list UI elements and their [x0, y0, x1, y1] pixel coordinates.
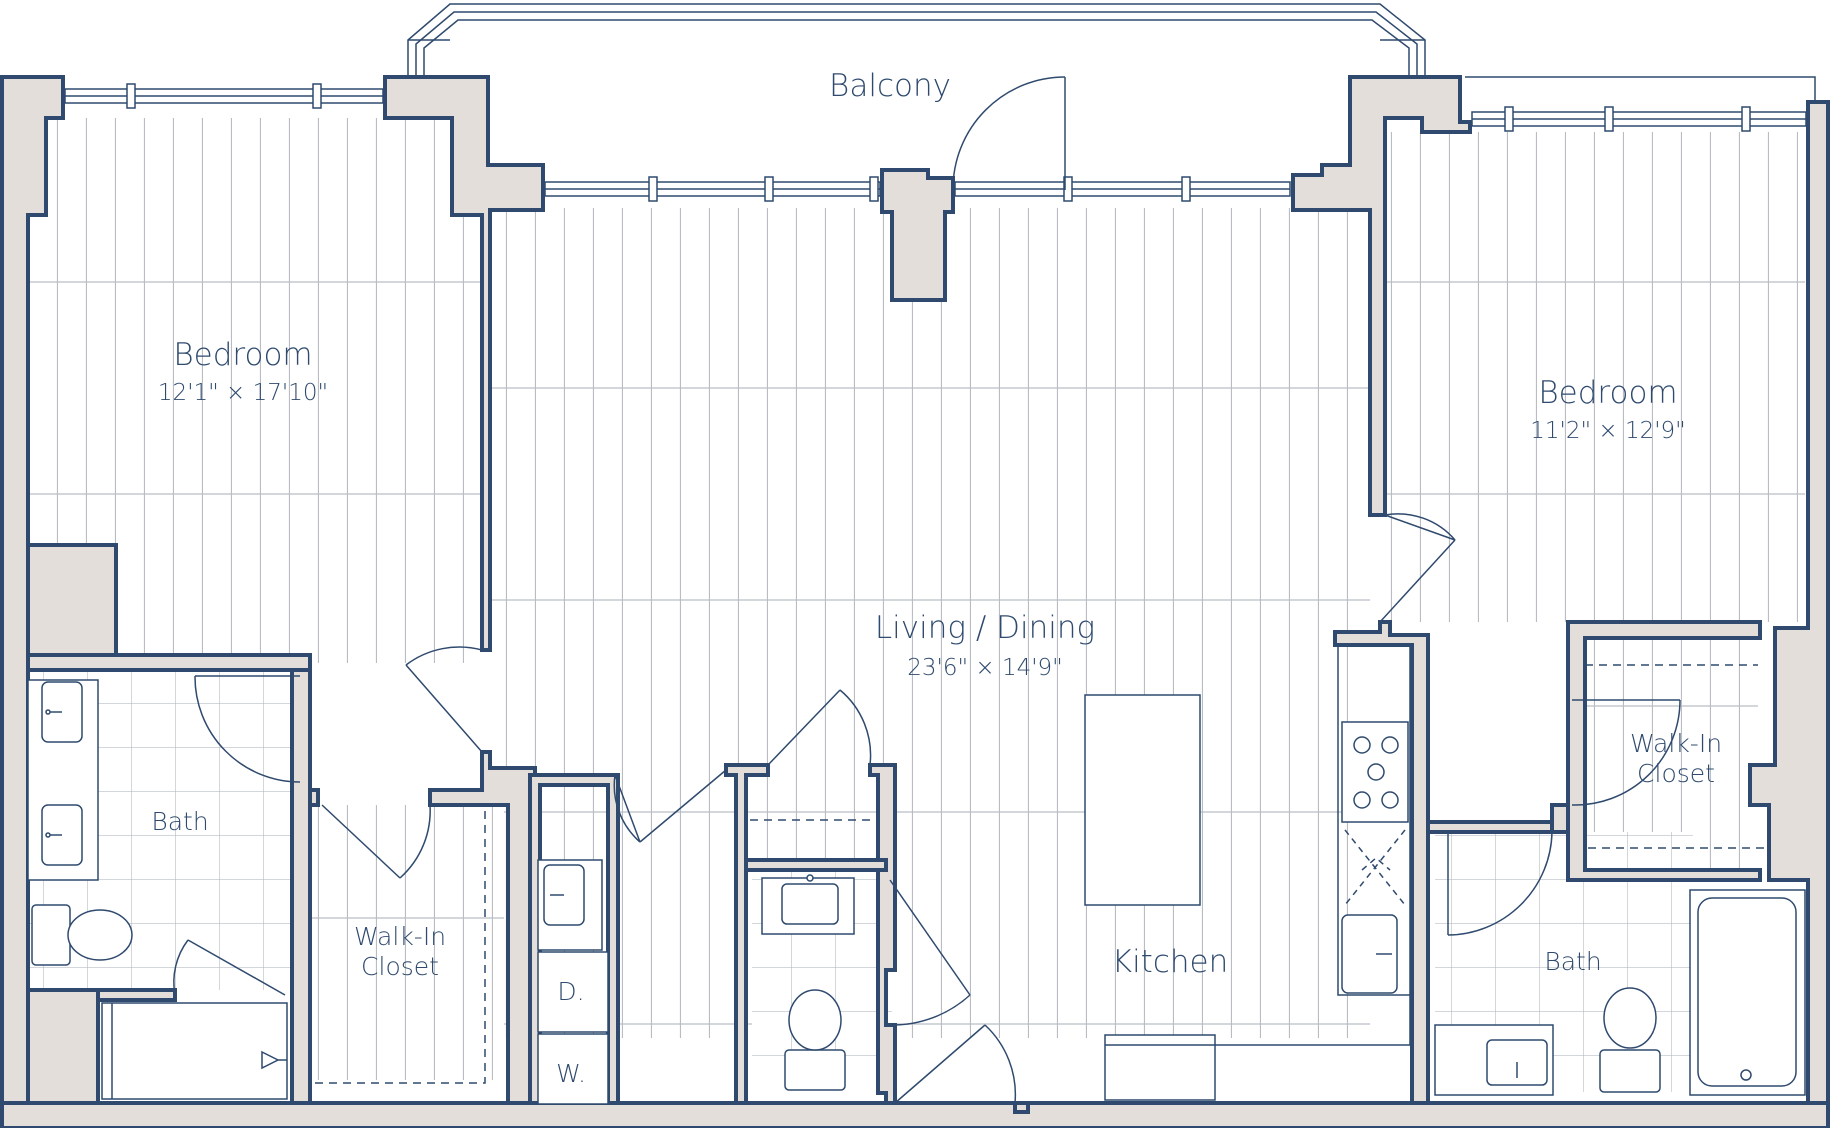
label-living: Living / Dining — [875, 610, 1095, 646]
wall-bath-right-stub — [1550, 803, 1570, 834]
toilet-icon — [784, 989, 846, 1091]
floor-closet-left — [312, 805, 504, 1080]
door-swing-icon — [173, 939, 286, 996]
wall-pier-center — [880, 168, 955, 302]
label-bedroom-right-dim: 11'2" × 12'9" — [1530, 418, 1686, 444]
wall-bedroom-left-notch — [26, 543, 118, 657]
window-icon — [1471, 106, 1807, 132]
label-closet-left-1: Walk-In — [354, 922, 446, 951]
window-icon — [64, 83, 384, 109]
wall-bedroom-living-lower — [428, 750, 537, 1105]
toilet-icon — [31, 904, 133, 966]
floor-living — [490, 208, 1370, 1038]
wall-outer-right — [1748, 100, 1830, 1105]
fixtures — [27, 644, 1806, 1105]
label-bedroom-right: Bedroom — [1538, 375, 1677, 411]
label-bath-left: Bath — [151, 807, 208, 836]
bathtub-icon — [1689, 889, 1806, 1096]
kitchen-island — [1084, 694, 1201, 906]
door-swing-icon — [1379, 513, 1456, 623]
wall-bath-shower — [96, 988, 177, 1002]
wall-kitchen-bottom — [1013, 1101, 1030, 1114]
wall-closet-left-top — [308, 788, 320, 807]
door-swing-icon — [613, 769, 727, 843]
label-bedroom-left: Bedroom — [173, 337, 312, 373]
kitchen-counter — [1337, 644, 1411, 996]
window-icon — [544, 176, 881, 202]
floor-closet-right — [1576, 640, 1758, 870]
fridge-mark — [1344, 829, 1406, 906]
toilet-icon — [1599, 987, 1661, 1093]
window-icon — [954, 176, 1291, 202]
door-swing-icon — [405, 646, 483, 753]
closet-rod-right — [1585, 664, 1771, 849]
stove-icon — [1341, 721, 1409, 823]
shower-icon — [101, 1002, 288, 1100]
kitchen-counter-line — [1105, 995, 1411, 1046]
wall-bedroom-left-bath — [26, 653, 312, 672]
doors — [173, 76, 1681, 1104]
dryer-box — [537, 951, 609, 1033]
walls — [0, 75, 1830, 1128]
door-swing-icon — [1571, 699, 1681, 806]
labels: Balcony Bedroom 12'1" × 17'10" Bedroom 1… — [151, 68, 1722, 1088]
door-swing-icon — [889, 879, 971, 1026]
wall-bath-right-top — [1426, 820, 1554, 834]
door-swing-icon — [952, 76, 1066, 190]
door-swing-icon — [894, 1024, 1017, 1104]
sink-icon — [41, 681, 83, 743]
sink-icon — [537, 859, 603, 951]
wall-powder-block — [724, 763, 770, 1105]
label-bedroom-left-dim: 12'1" × 17'10" — [158, 380, 328, 406]
label-bath-right: Bath — [1544, 947, 1601, 976]
closet-rod-left — [315, 805, 486, 1084]
door-swing-icon — [194, 675, 301, 783]
door-swing-icon — [767, 689, 872, 766]
windows — [64, 83, 1807, 202]
label-living-dim: 23'6" × 14'9" — [907, 655, 1063, 681]
label-closet-right-1: Walk-In — [1630, 729, 1722, 758]
kitchen-lower-counter — [1104, 1034, 1216, 1101]
wall-top-left — [383, 75, 545, 652]
washer-box — [537, 1033, 609, 1105]
label-washer: W. — [556, 1059, 586, 1088]
label-balcony: Balcony — [829, 68, 951, 104]
sink-icon — [1341, 914, 1398, 994]
label-closet-left-2: Closet — [361, 952, 439, 981]
label-dryer: D. — [557, 977, 584, 1006]
door-swing-icon — [1447, 831, 1553, 936]
wall-closet-small-bottom — [744, 858, 888, 872]
sink-icon — [1434, 1024, 1554, 1096]
label-kitchen: Kitchen — [1112, 944, 1229, 980]
sink-icon — [41, 804, 83, 866]
label-closet-right-2: Closet — [1637, 759, 1715, 788]
balcony — [407, 3, 1816, 102]
door-swing-icon — [321, 804, 431, 879]
wall-bedroom-right-closet — [1566, 620, 1762, 882]
wall-bath-closet — [290, 668, 312, 1105]
sink-icon — [761, 874, 855, 935]
wall-bottom — [0, 1101, 1830, 1128]
floor-areas — [28, 118, 1805, 1092]
wall-bath-left-lower — [26, 988, 100, 1105]
